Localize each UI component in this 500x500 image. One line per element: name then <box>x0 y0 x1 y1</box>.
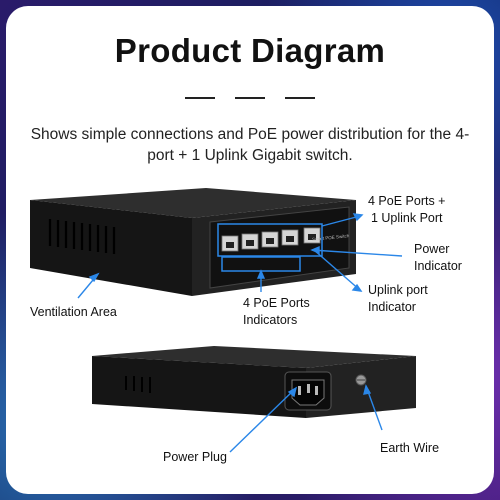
subtitle: Shows simple connections and PoE power d… <box>30 126 470 164</box>
diagram-card: Product Diagram Shows simple connections… <box>6 6 494 494</box>
ports-label: 4 PoE Ports + 1 Uplink Port <box>368 194 446 225</box>
power-indicator-label: Power Indicator <box>414 242 462 273</box>
switch-front-view: Smart POE Switch <box>30 188 356 296</box>
poe-indicators-label: 4 PoE Ports Indicators <box>243 296 310 327</box>
page-title: Product Diagram <box>114 32 386 69</box>
title-divider <box>6 97 494 99</box>
ventilation-label: Ventilation Area <box>30 305 117 319</box>
earth-wire-label: Earth Wire <box>380 441 440 455</box>
uplink-indicator-label: Uplink port Indicator <box>368 283 428 314</box>
device-illustration: Smart POE Switch <box>30 188 416 453</box>
power-plug-label: Power Plug <box>163 450 227 464</box>
switch-back-view <box>92 346 416 418</box>
model-label: Smart POE Switch <box>312 233 350 242</box>
